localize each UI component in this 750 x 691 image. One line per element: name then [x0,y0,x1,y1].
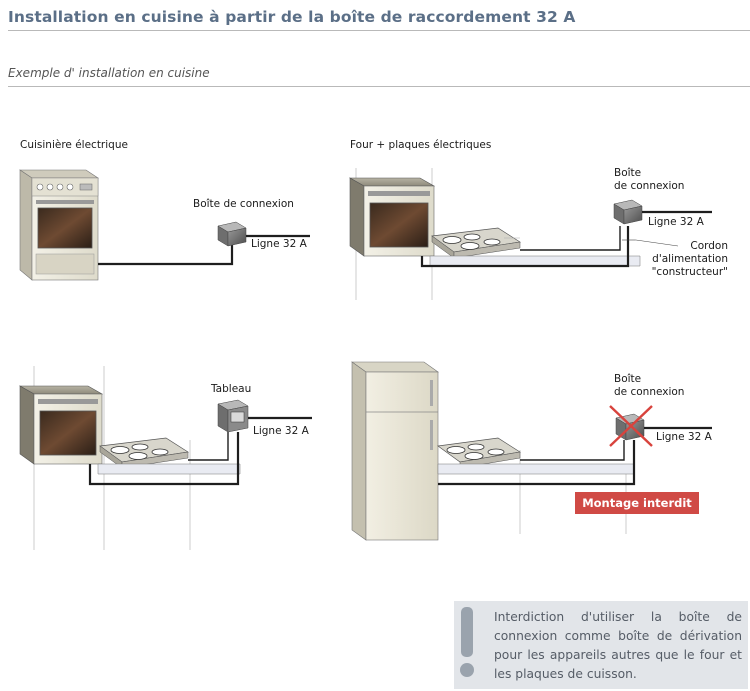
panel2-heading: Four + plaques électriques [350,139,492,151]
panel3-line-label: Ligne 32 A [253,425,309,437]
title-divider [8,30,750,31]
panel1-heading: Cuisinière électrique [20,139,128,151]
panel2-cord-label-2: d'alimentation [652,253,728,265]
panel-2-oven-hob [348,168,712,300]
panel2-box-label-2: de connexion [614,180,685,192]
panel4-box-label-1: Boîte [614,373,642,385]
panel1-line-label: Ligne 32 A [251,238,307,250]
panel-4-forbidden [351,361,712,541]
note-text: Interdiction d'utiliser la boîte de conn… [494,610,742,681]
subtitle-divider [8,86,750,87]
forbidden-installation-badge: Montage interdit [575,492,699,514]
panel4-box-label-2: de connexion [614,386,685,398]
warning-exclamation-icon [454,601,748,689]
panel2-box-label-1: Boîte [614,167,642,179]
panel2-cord-label-1: Cordon [690,240,728,252]
panel2-line-label: Ligne 32 A [648,216,704,228]
page-title: Installation en cuisine à partir de la b… [8,8,576,26]
panel1-box-label: Boîte de connexion [193,198,294,210]
panel2-cord-label-3: "constructeur" [651,266,728,278]
panel4-line-label: Ligne 32 A [656,431,712,443]
section-subtitle: Exemple d' installation en cuisine [8,66,210,80]
panel-3-tableau [18,366,312,550]
panel-1-cooker [19,169,310,281]
panel3-tableau-label: Tableau [211,383,252,395]
